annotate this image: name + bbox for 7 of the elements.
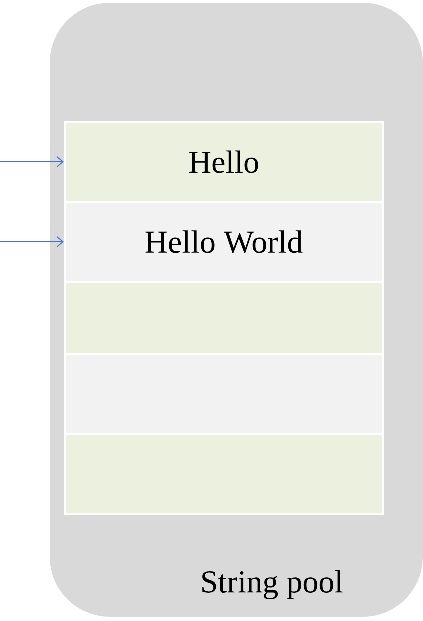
empty-slot bbox=[64, 281, 384, 355]
empty-slot bbox=[64, 353, 384, 435]
string-slot: Hello World bbox=[64, 201, 384, 283]
empty-slot bbox=[64, 433, 384, 515]
arrow bbox=[0, 236, 64, 248]
arrow bbox=[0, 156, 64, 168]
string-slot: Hello bbox=[64, 121, 384, 203]
